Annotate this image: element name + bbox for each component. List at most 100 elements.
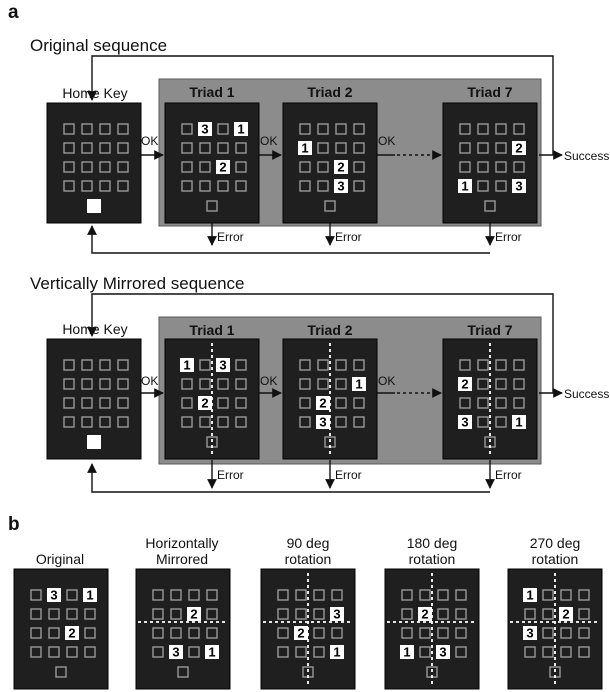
section2-triad7-label: Triad 7: [467, 322, 512, 338]
key-square: [495, 378, 507, 390]
key-square: [542, 608, 554, 620]
key-square: [353, 123, 365, 135]
key-square: [66, 589, 78, 601]
bottom-key: [55, 666, 67, 678]
key-square: [524, 646, 536, 658]
key-square: [353, 142, 365, 154]
key-square: [235, 397, 247, 409]
key-square: [181, 416, 193, 428]
key-square: [335, 142, 347, 154]
key-square: [99, 180, 111, 192]
b-col4-line1: 270 deg: [530, 535, 581, 551]
key-number: 2: [68, 626, 75, 641]
key-square: [477, 161, 489, 173]
key-highlight: [458, 377, 472, 391]
key-square: [353, 416, 365, 428]
key-highlight: [436, 645, 450, 659]
key-number: 3: [319, 415, 326, 430]
key-square: [578, 646, 590, 658]
key-square: [81, 180, 93, 192]
key-square: [477, 397, 489, 409]
key-highlight: [180, 358, 194, 372]
key-square: [117, 359, 129, 371]
key-square: [81, 378, 93, 390]
section2-loop-error: [87, 463, 490, 493]
key-square: [459, 161, 471, 173]
key-square: [353, 397, 365, 409]
key-square: [30, 627, 42, 639]
key-square: [317, 123, 329, 135]
key-square: [30, 646, 42, 658]
section1-home-label: Home Key: [62, 85, 127, 101]
section1-triad1-label: Triad 1: [189, 84, 234, 100]
section2-success: Success: [564, 387, 609, 401]
key-square: [495, 397, 507, 409]
key-square: [353, 359, 365, 371]
key-number: 3: [515, 179, 522, 194]
bottom-key: [324, 200, 336, 212]
key-square: [63, 416, 75, 428]
key-highlight: [47, 588, 61, 602]
key-square: [217, 180, 229, 192]
section1-triad2-panel: 123: [282, 102, 378, 224]
key-square: [578, 627, 590, 639]
key-square: [313, 646, 325, 658]
key-square: [117, 142, 129, 154]
section1-triad7-label: Triad 7: [467, 84, 512, 100]
b-col3-line2: rotation: [409, 551, 456, 567]
key-square: [235, 359, 247, 371]
key-square: [455, 589, 467, 601]
key-square: [170, 589, 182, 601]
key-square: [152, 589, 164, 601]
key-number: 3: [201, 122, 208, 137]
key-highlight: [334, 160, 348, 174]
key-number: 1: [208, 645, 215, 660]
key-square: [477, 123, 489, 135]
section1-ok-3: OK: [378, 134, 395, 148]
key-square: [117, 397, 129, 409]
key-square: [335, 359, 347, 371]
key-highlight: [418, 607, 432, 621]
key-square: [560, 627, 572, 639]
key-number: 2: [421, 607, 428, 622]
key-highlight: [458, 179, 472, 193]
section2-error-7: Error: [495, 468, 522, 482]
key-square: [84, 627, 96, 639]
key-square: [99, 142, 111, 154]
key-square: [181, 123, 193, 135]
key-highlight: [330, 645, 344, 659]
key-square: [299, 123, 311, 135]
home-key: [87, 199, 101, 213]
key-square: [235, 416, 247, 428]
section2-loop-success: [87, 293, 554, 393]
key-square: [401, 627, 413, 639]
key-square: [199, 142, 211, 154]
key-number: 1: [237, 122, 244, 137]
key-square: [63, 397, 75, 409]
key-square: [295, 646, 307, 658]
key-square: [152, 627, 164, 639]
key-square: [495, 123, 507, 135]
key-square: [235, 142, 247, 154]
key-highlight: [512, 179, 526, 193]
key-square: [66, 646, 78, 658]
key-square: [81, 161, 93, 173]
key-highlight: [512, 415, 526, 429]
key-square: [495, 416, 507, 428]
key-square: [152, 646, 164, 658]
key-square: [63, 123, 75, 135]
section1-title: Original sequence: [30, 36, 167, 55]
key-square: [277, 589, 289, 601]
keypad-background: [13, 568, 109, 690]
section1-loop-success: [87, 55, 554, 155]
key-square: [30, 608, 42, 620]
key-square: [477, 416, 489, 428]
key-highlight: [187, 607, 201, 621]
key-number: 3: [461, 415, 468, 430]
key-highlight: [330, 607, 344, 621]
section2-ok-1: OK: [141, 374, 158, 388]
key-square: [299, 397, 311, 409]
